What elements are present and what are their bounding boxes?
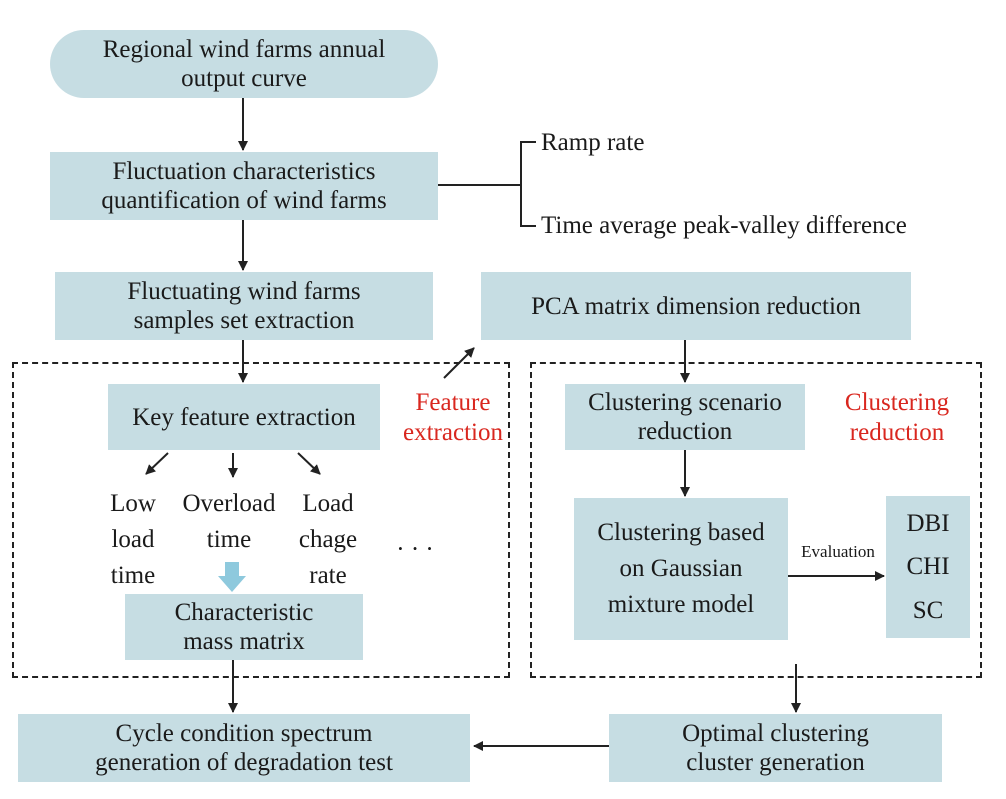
- overload-time-label: Overload time: [182, 490, 276, 553]
- ellipsis-label: · · ·: [396, 536, 434, 563]
- clustering-reduction-label: Clustering reduction: [844, 389, 950, 446]
- cycle-spectrum-box: Cycle condition spectrum generation of d…: [18, 714, 470, 782]
- optimal-clustering-box: Optimal clustering cluster generation: [609, 714, 942, 782]
- feature-extraction-label: Feature extraction: [403, 389, 503, 446]
- metrics-box: DBI CHI SC: [886, 496, 970, 638]
- evaluation-label: Evaluation: [801, 542, 875, 561]
- pca-box: PCA matrix dimension reduction: [481, 272, 911, 340]
- clustering-reduction-group: [530, 362, 982, 678]
- ramp-rate-label: Ramp rate: [541, 129, 645, 156]
- metric-dbi: DBI: [906, 510, 950, 538]
- load-change-rate-label: Load chage rate: [298, 490, 358, 589]
- fluctuation-quantification-box: Fluctuation characteristics quantificati…: [50, 152, 438, 220]
- characteristic-mass-matrix-box: Characteristic mass matrix: [125, 594, 363, 660]
- low-load-time-label: Low load time: [110, 490, 156, 589]
- samples-set-extraction-box: Fluctuating wind farms samples set extra…: [55, 272, 433, 340]
- start-node: Regional wind farms annual output curve: [50, 30, 438, 98]
- metric-sc: SC: [912, 596, 944, 624]
- branch-bracket: [520, 141, 536, 227]
- key-feature-extraction-box: Key feature extraction: [108, 384, 380, 450]
- feature-extraction-group: [12, 362, 510, 678]
- gmm-clustering-box: Clustering based on Gaussian mixture mod…: [574, 498, 788, 640]
- metric-chi: CHI: [906, 553, 950, 581]
- peak-valley-label: Time average peak-valley difference: [541, 212, 907, 239]
- clustering-scenario-box: Clustering scenario reduction: [565, 384, 805, 450]
